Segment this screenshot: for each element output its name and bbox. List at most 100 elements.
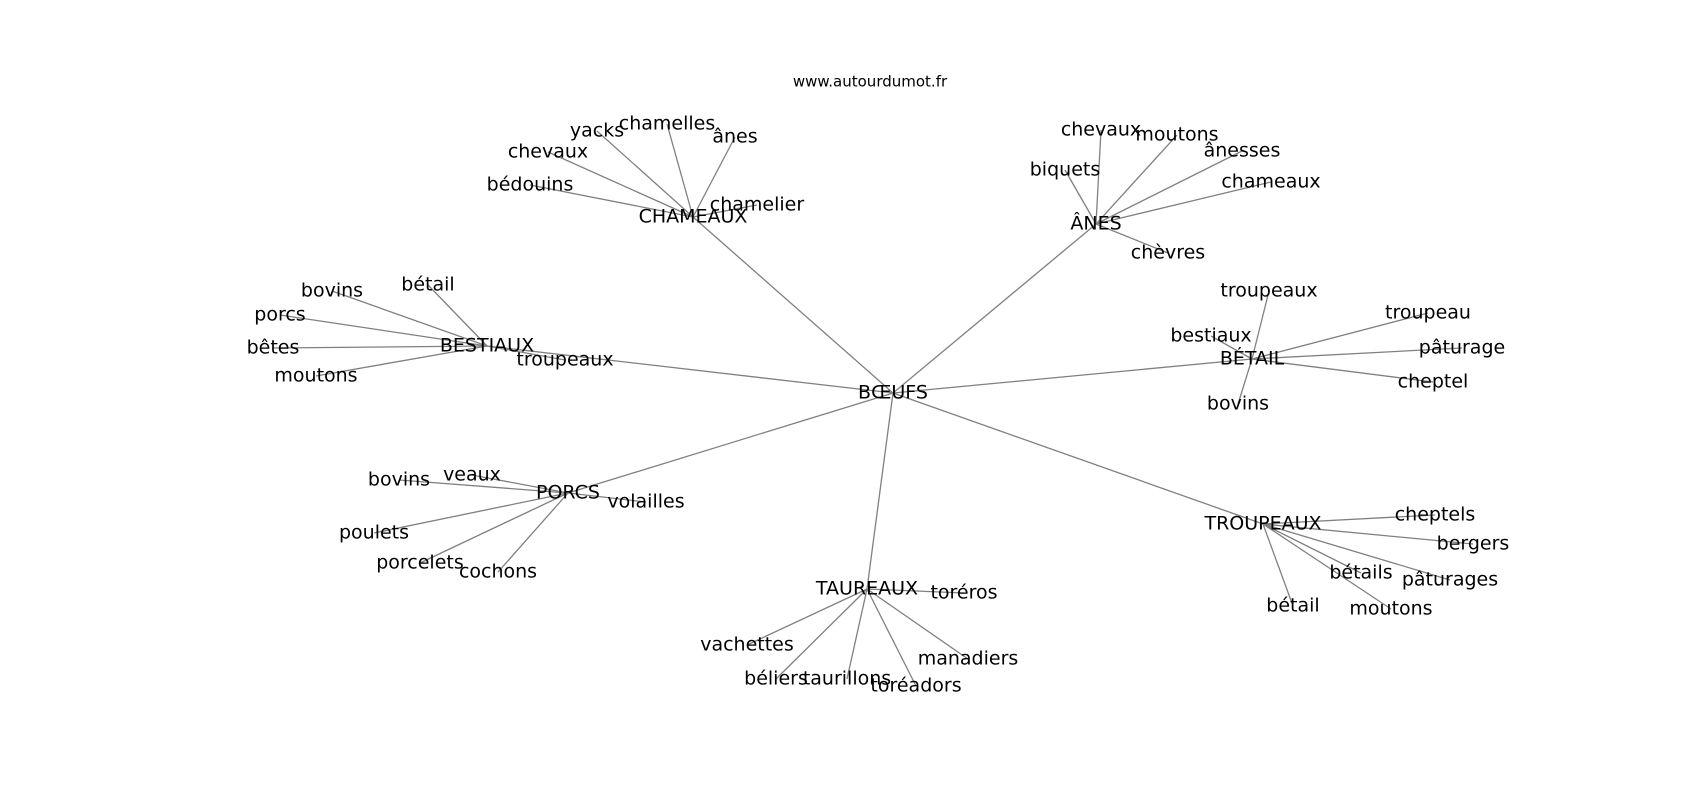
word-bestiaux-porcs[interactable]: porcs — [254, 304, 305, 326]
word-porcs-cochons[interactable]: cochons — [459, 561, 537, 583]
word-taureaux-vachettes[interactable]: vachettes — [700, 634, 794, 656]
edge-chameaux-chamelier — [692, 204, 758, 218]
word-chameaux-chevaux[interactable]: chevaux — [508, 141, 588, 163]
edge-chameaux-anes — [692, 136, 736, 218]
word-taureaux-toreadors[interactable]: toréadors — [870, 675, 961, 697]
edge-betail-bestiaux — [1210, 335, 1253, 360]
edge-center-porcs — [567, 392, 894, 494]
word-taureaux-toreros[interactable]: toréros — [930, 582, 997, 604]
edge-chameaux-bedouins — [529, 184, 694, 218]
edge-taureaux-toreros — [866, 588, 965, 594]
graph-edges — [272, 123, 1474, 687]
site-url[interactable]: www.autourdumot.fr — [793, 73, 948, 91]
hub-word-betail[interactable]: BÉTAIL — [1220, 347, 1285, 370]
word-anes-chevaux[interactable]: chevaux — [1061, 119, 1141, 141]
word-chameaux-chamelier[interactable]: chamelier — [710, 194, 805, 216]
word-anes-chameaux[interactable]: chameaux — [1221, 171, 1320, 193]
edge-anes-anesses — [1095, 150, 1243, 225]
edge-anes-chameaux — [1095, 181, 1272, 225]
edge-troupeaux-moutons — [1262, 523, 1392, 610]
hub-word-troupeaux[interactable]: TROUPEAUX — [1203, 513, 1321, 535]
edge-anes-biquets — [1064, 169, 1097, 225]
edge-porcs-porcelets — [419, 492, 569, 564]
word-troupeaux-betail[interactable]: bétail — [1266, 595, 1319, 617]
word-chameaux-yacks[interactable]: yacks — [570, 120, 624, 142]
word-porcs-volailles[interactable]: volailles — [607, 491, 684, 513]
word-betail-troupeaux[interactable]: troupeaux — [1220, 280, 1317, 302]
word-troupeaux-betails[interactable]: bétails — [1329, 562, 1392, 584]
word-betail-troupeau[interactable]: troupeau — [1385, 302, 1471, 324]
word-troupeaux-moutons[interactable]: moutons — [1349, 598, 1432, 620]
edge-center-anes — [892, 223, 1097, 394]
edge-bestiaux-betes — [272, 345, 488, 349]
edge-center-troupeaux — [892, 392, 1264, 525]
edge-anes-moutons — [1095, 134, 1178, 225]
edge-center-taureaux — [866, 392, 894, 590]
hub-word-porcs[interactable]: PORCS — [536, 482, 600, 504]
word-betail-bovins[interactable]: bovins — [1207, 393, 1269, 415]
edge-chameaux-chamelles — [666, 123, 694, 218]
edge-betail-paturage — [1251, 347, 1463, 360]
edge-center-bestiaux — [486, 345, 894, 394]
word-betail-paturage[interactable]: pâturage — [1419, 337, 1505, 359]
edge-bestiaux-betail — [427, 284, 488, 347]
edge-troupeaux-bergers — [1262, 523, 1474, 545]
edge-bestiaux-troupeaux — [486, 345, 566, 361]
edge-troupeaux-paturages — [1262, 523, 1451, 581]
edge-porcs-cochons — [497, 492, 569, 573]
word-troupeaux-paturages[interactable]: pâturages — [1402, 569, 1498, 591]
edge-betail-cheptel — [1251, 358, 1434, 383]
word-porcs-poulets[interactable]: poulets — [339, 522, 409, 544]
edge-betail-troupeaux — [1251, 290, 1270, 360]
edge-bestiaux-porcs — [279, 314, 488, 347]
edge-center-chameaux — [692, 216, 894, 394]
edge-taureaux-taurillons — [846, 588, 868, 680]
word-bestiaux-betes[interactable]: bêtes — [247, 337, 300, 359]
word-troupeaux-cheptels[interactable]: cheptels — [1395, 504, 1476, 526]
word-chameaux-anes[interactable]: ânes — [712, 126, 757, 148]
edge-anes-chevaux — [1095, 129, 1102, 225]
edge-taureaux-beliers — [775, 588, 868, 680]
edge-porcs-volailles — [567, 492, 647, 503]
edge-taureaux-vachettes — [746, 588, 868, 646]
graph-labels: BŒUFSCHAMEAUXbédouinschevauxyackschamell… — [247, 113, 1510, 697]
word-troupeaux-bergers[interactable]: bergers — [1437, 533, 1510, 555]
word-porcs-bovins[interactable]: bovins — [368, 469, 430, 491]
word-chameaux-chamelles[interactable]: chamelles — [619, 113, 715, 135]
edge-chameaux-yacks — [596, 130, 694, 218]
edge-chameaux-chevaux — [547, 151, 694, 218]
word-anes-chevres[interactable]: chèvres — [1131, 242, 1205, 264]
edge-betail-bovins — [1237, 358, 1253, 405]
hub-word-taureaux[interactable]: TAUREAUX — [815, 578, 918, 600]
edge-taureaux-manadiers — [866, 588, 969, 660]
edge-troupeaux-betails — [1262, 523, 1362, 574]
hub-word-anes[interactable]: ÂNES — [1070, 212, 1121, 235]
word-anes-anesses[interactable]: ânesses — [1204, 140, 1281, 162]
word-taureaux-manadiers[interactable]: manadiers — [918, 648, 1019, 670]
word-porcs-porcelets[interactable]: porcelets — [376, 552, 464, 574]
word-bestiaux-moutons[interactable]: moutons — [274, 365, 357, 387]
word-bestiaux-bovins[interactable]: bovins — [301, 280, 363, 302]
word-taureaux-beliers[interactable]: béliers — [744, 668, 808, 690]
hub-word-bestiaux[interactable]: BESTIAUX — [440, 335, 534, 357]
word-chameaux-bedouins[interactable]: bédouins — [487, 174, 574, 196]
word-anes-moutons[interactable]: moutons — [1135, 124, 1218, 146]
word-betail-cheptel[interactable]: cheptel — [1398, 371, 1469, 393]
word-bestiaux-betail[interactable]: bétail — [401, 274, 454, 296]
word-bestiaux-troupeaux[interactable]: troupeaux — [516, 349, 613, 371]
edge-porcs-bovins — [398, 479, 569, 494]
center-word[interactable]: BŒUFS — [858, 382, 928, 404]
edge-bestiaux-bovins — [331, 290, 488, 347]
word-betail-bestiaux[interactable]: bestiaux — [1170, 325, 1251, 347]
edge-betail-troupeau — [1251, 312, 1429, 360]
hub-word-chameaux[interactable]: CHAMEAUX — [639, 206, 748, 228]
edge-bestiaux-moutons — [315, 345, 488, 377]
word-porcs-veaux[interactable]: veaux — [443, 464, 501, 486]
edge-troupeaux-cheptels — [1262, 514, 1436, 525]
word-taureaux-taurillons[interactable]: taurillons — [803, 668, 891, 690]
edge-anes-chevres — [1095, 223, 1169, 254]
edge-center-betail — [892, 358, 1253, 394]
edge-troupeaux-betail — [1262, 523, 1294, 607]
edge-taureaux-toreadors — [866, 588, 917, 687]
word-anes-biquets[interactable]: biquets — [1030, 159, 1100, 181]
